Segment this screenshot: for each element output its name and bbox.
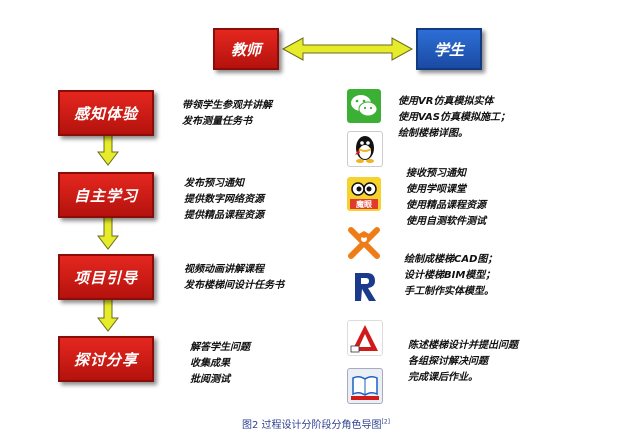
- stage-box-perception: 感知体验: [58, 90, 154, 136]
- moyan-app-icon: 魔眼: [347, 177, 381, 211]
- stage-arrow-2: [96, 213, 120, 250]
- stage-box-discussion: 探讨分享: [58, 336, 154, 382]
- task-line: 各组探讨解决问题: [408, 356, 488, 367]
- task-line: 发布测量任务书: [182, 116, 252, 127]
- teacher-tasks-project-guidance: 视频动画讲解课程 发布楼梯间设计任务书: [184, 262, 284, 294]
- task-line: 解答学生问题: [190, 342, 250, 353]
- task-line: 收集成果: [190, 358, 230, 369]
- task-line: 提供数字网络资源: [184, 194, 264, 205]
- task-line: 使用自测软件测试: [406, 216, 486, 227]
- stage-label: 项目引导: [73, 268, 138, 287]
- teacher-tasks-discussion: 解答学生问题 收集成果 批阅测试: [190, 340, 250, 388]
- teacher-role-box: 教师: [213, 28, 279, 70]
- role-double-arrow: [281, 37, 414, 61]
- task-line: 带领学生参观并讲解: [182, 100, 272, 111]
- task-line: 陈述楼梯设计并提出问题: [408, 340, 518, 351]
- task-line: 绘制成楼梯CAD图；: [404, 254, 498, 265]
- stage-box-self-study: 自主学习: [58, 172, 154, 218]
- task-line: 视频动画讲解课程: [184, 264, 264, 275]
- caption-text: 图2 过程设计分阶段分角色导图: [241, 420, 382, 431]
- task-line: 设计楼梯BIM模型；: [404, 270, 496, 281]
- task-line: 提供精品课程资源: [184, 210, 264, 221]
- teacher-tasks-self-study: 发布预习通知 提供数字网络资源 提供精品课程资源: [184, 176, 264, 224]
- task-line: 发布楼梯间设计任务书: [184, 280, 284, 291]
- task-line: 使用VR仿真模拟实体: [398, 96, 494, 107]
- stage-label: 探讨分享: [73, 350, 138, 369]
- figure-caption: 图2 过程设计分阶段分角色导图[2]: [0, 416, 632, 431]
- task-line: 发布预习通知: [184, 178, 244, 189]
- stage-label: 自主学习: [73, 186, 138, 205]
- wechat-icon: [347, 89, 381, 123]
- student-tasks-discussion: 陈述楼梯设计并提出问题 各组探讨解决问题 完成课后作业。: [408, 338, 518, 386]
- teacher-tasks-perception: 带领学生参观并讲解 发布测量任务书: [182, 98, 272, 130]
- stage-arrow-3: [96, 295, 120, 332]
- task-line: 绘制楼梯详图。: [398, 128, 468, 139]
- task-line: 接收预习通知: [406, 168, 466, 179]
- task-line: 完成课后作业。: [408, 372, 478, 383]
- revit-icon: [347, 269, 381, 303]
- task-line: 使用学呗课堂: [406, 184, 466, 195]
- stage-box-project-guidance: 项目引导: [58, 254, 154, 300]
- task-line: 批阅测试: [190, 374, 230, 385]
- task-line: 使用精品课程资源: [406, 200, 486, 211]
- task-line: 手工制作实体模型。: [404, 286, 494, 297]
- student-tasks-perception: 使用VR仿真模拟实体 使用VAS仿真模拟施工； 绘制楼梯详图。: [398, 94, 510, 142]
- student-tasks-project-guidance: 绘制成楼梯CAD图； 设计楼梯BIM模型； 手工制作实体模型。: [404, 252, 497, 300]
- autocad-icon: [347, 320, 383, 356]
- qq-icon: [347, 131, 383, 167]
- teacher-role-label: 教师: [230, 40, 261, 59]
- student-role-box: 学生: [416, 28, 482, 70]
- student-tasks-self-study: 接收预习通知 使用学呗课堂 使用精品课程资源 使用自测软件测试: [406, 166, 486, 230]
- xueba-app-icon: [347, 226, 381, 260]
- moyan-app-label: 魔眼: [356, 200, 372, 209]
- reference-mark: [2]: [381, 418, 391, 426]
- stage-label: 感知体验: [73, 104, 138, 123]
- book-app-icon: [347, 368, 383, 404]
- student-role-label: 学生: [433, 40, 464, 59]
- task-line: 使用VAS仿真模拟施工；: [398, 112, 511, 123]
